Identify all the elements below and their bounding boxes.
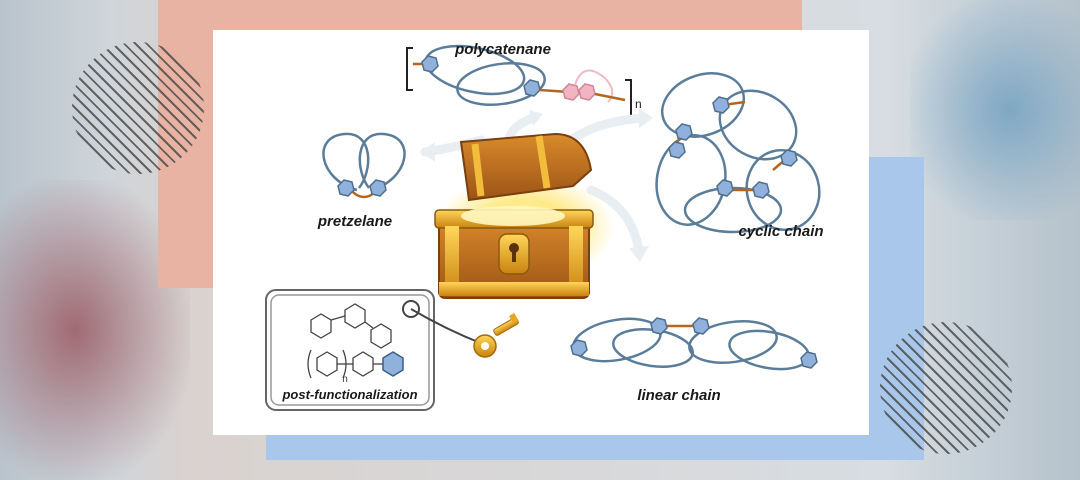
cyclic-chain-structure: cyclic chain	[655, 72, 824, 240]
keyhole-slot	[512, 250, 516, 262]
node	[692, 317, 710, 335]
keyring-hole-icon	[402, 300, 420, 318]
panel-outer-border	[265, 289, 435, 411]
pretzelane-label: pretzelane	[317, 213, 392, 230]
arrow	[586, 185, 644, 255]
node	[780, 149, 798, 167]
ring	[660, 72, 746, 138]
cyclic-chain-label: cyclic chain	[738, 223, 823, 240]
ring	[688, 320, 778, 364]
left-bracket	[406, 47, 413, 91]
arrow-head	[629, 246, 649, 262]
arrow-head	[529, 110, 543, 126]
pretzelane-structure: pretzelane	[317, 132, 406, 230]
panel-inner-border	[270, 294, 430, 406]
monomer-structure	[307, 303, 392, 379]
ring	[572, 317, 662, 363]
chest-shine	[461, 206, 565, 226]
polycatenane-label: polycatenane	[454, 41, 551, 58]
node	[668, 141, 686, 159]
post-functionalization-panel: n post-functionalization	[265, 289, 435, 411]
node	[523, 79, 541, 97]
treasure-chest-icon	[434, 132, 615, 299]
key-bow-hole	[481, 342, 489, 350]
chest-band-right	[569, 226, 583, 296]
chest-lid-band	[535, 135, 551, 189]
chest-band-left	[445, 226, 459, 296]
monomer-subscript: n	[342, 374, 348, 385]
arrow-head	[639, 108, 653, 128]
chest-lid	[459, 132, 593, 202]
pink-node	[578, 83, 596, 101]
key-tooth	[509, 313, 519, 324]
keyhole-icon	[509, 243, 519, 253]
chest-band-bottom	[439, 282, 589, 296]
linear-chain-label: linear chain	[637, 387, 720, 404]
ring	[574, 69, 614, 103]
node	[369, 179, 387, 197]
chest-lid-band	[471, 143, 485, 197]
golden-key-icon	[410, 308, 519, 358]
node	[712, 96, 730, 114]
linker	[594, 92, 626, 102]
hatched-circle-decoration-left	[72, 42, 204, 174]
node	[675, 123, 693, 141]
functionalized-ring-icon	[382, 351, 404, 377]
hatched-circle-decoration-right	[880, 322, 1012, 454]
node	[421, 55, 439, 73]
ring	[655, 134, 727, 226]
pink-node	[562, 83, 580, 101]
diagram-card: polycatenane n pretzelane cyclic chain	[213, 30, 869, 435]
polycatenane-structure: polycatenane n	[406, 41, 642, 123]
node	[716, 179, 734, 197]
arrow	[564, 113, 648, 147]
ring	[456, 62, 546, 106]
linear-chain-structure: linear chain	[570, 317, 818, 404]
arrow-head	[421, 142, 435, 162]
ring	[322, 132, 370, 192]
node	[650, 317, 668, 335]
ring	[745, 149, 821, 231]
node	[570, 339, 588, 357]
post-functionalization-label: post-functionalization	[281, 387, 417, 402]
catenane-diagram: polycatenane n pretzelane cyclic chain	[265, 41, 824, 411]
background-blur-right	[910, 0, 1080, 220]
node	[752, 181, 770, 199]
node	[337, 179, 355, 197]
ring	[358, 132, 406, 192]
polycatenane-subscript: n	[635, 97, 642, 111]
node	[800, 351, 818, 369]
